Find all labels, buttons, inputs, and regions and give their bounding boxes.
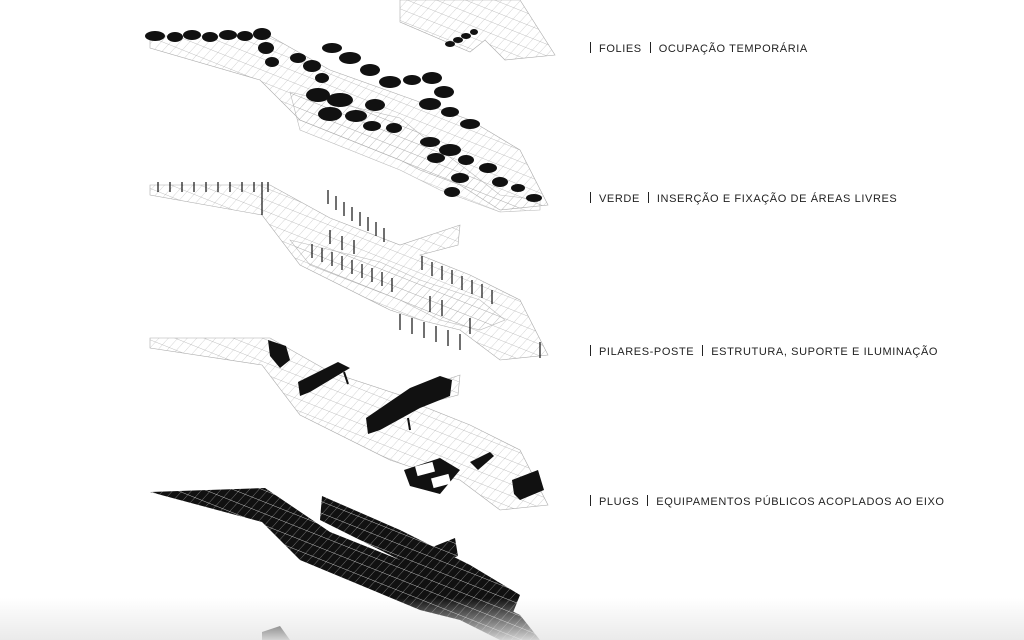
separator	[647, 495, 648, 506]
separator	[650, 42, 651, 53]
layer-pilares-plane	[150, 338, 548, 510]
layer-name: PILARES-POSTE	[599, 346, 694, 358]
bottom-texture-fade	[0, 598, 1024, 640]
legend-verde: VERDE INSERÇÃO E FIXAÇÃO DE ÁREAS LIVRES	[590, 192, 897, 205]
legend-folies: FOLIES OCUPAÇÃO TEMPORÁRIA	[590, 42, 808, 55]
layer-verde-plane	[150, 182, 548, 360]
layer-name: VERDE	[599, 193, 640, 205]
layer-folies-plane	[145, 0, 555, 212]
separator	[702, 345, 703, 356]
separator	[590, 42, 591, 53]
layer-name: FOLIES	[599, 43, 642, 55]
layer-description: OCUPAÇÃO TEMPORÁRIA	[659, 43, 808, 55]
legend-pilares-poste: PILARES-POSTE ESTRUTURA, SUPORTE E ILUMIN…	[590, 345, 938, 358]
separator	[590, 495, 591, 506]
layer-description: ESTRUTURA, SUPORTE E ILUMINAÇÃO	[711, 346, 938, 358]
separator	[648, 192, 649, 203]
layer-description: INSERÇÃO E FIXAÇÃO DE ÁREAS LIVRES	[657, 193, 897, 205]
layer-description: EQUIPAMENTOS PÚBLICOS ACOPLADOS AO EIXO	[656, 496, 944, 508]
separator	[590, 345, 591, 356]
separator	[590, 192, 591, 203]
legend-plugs: PLUGS EQUIPAMENTOS PÚBLICOS ACOPLADOS AO …	[590, 495, 945, 508]
layer-name: PLUGS	[599, 496, 639, 508]
